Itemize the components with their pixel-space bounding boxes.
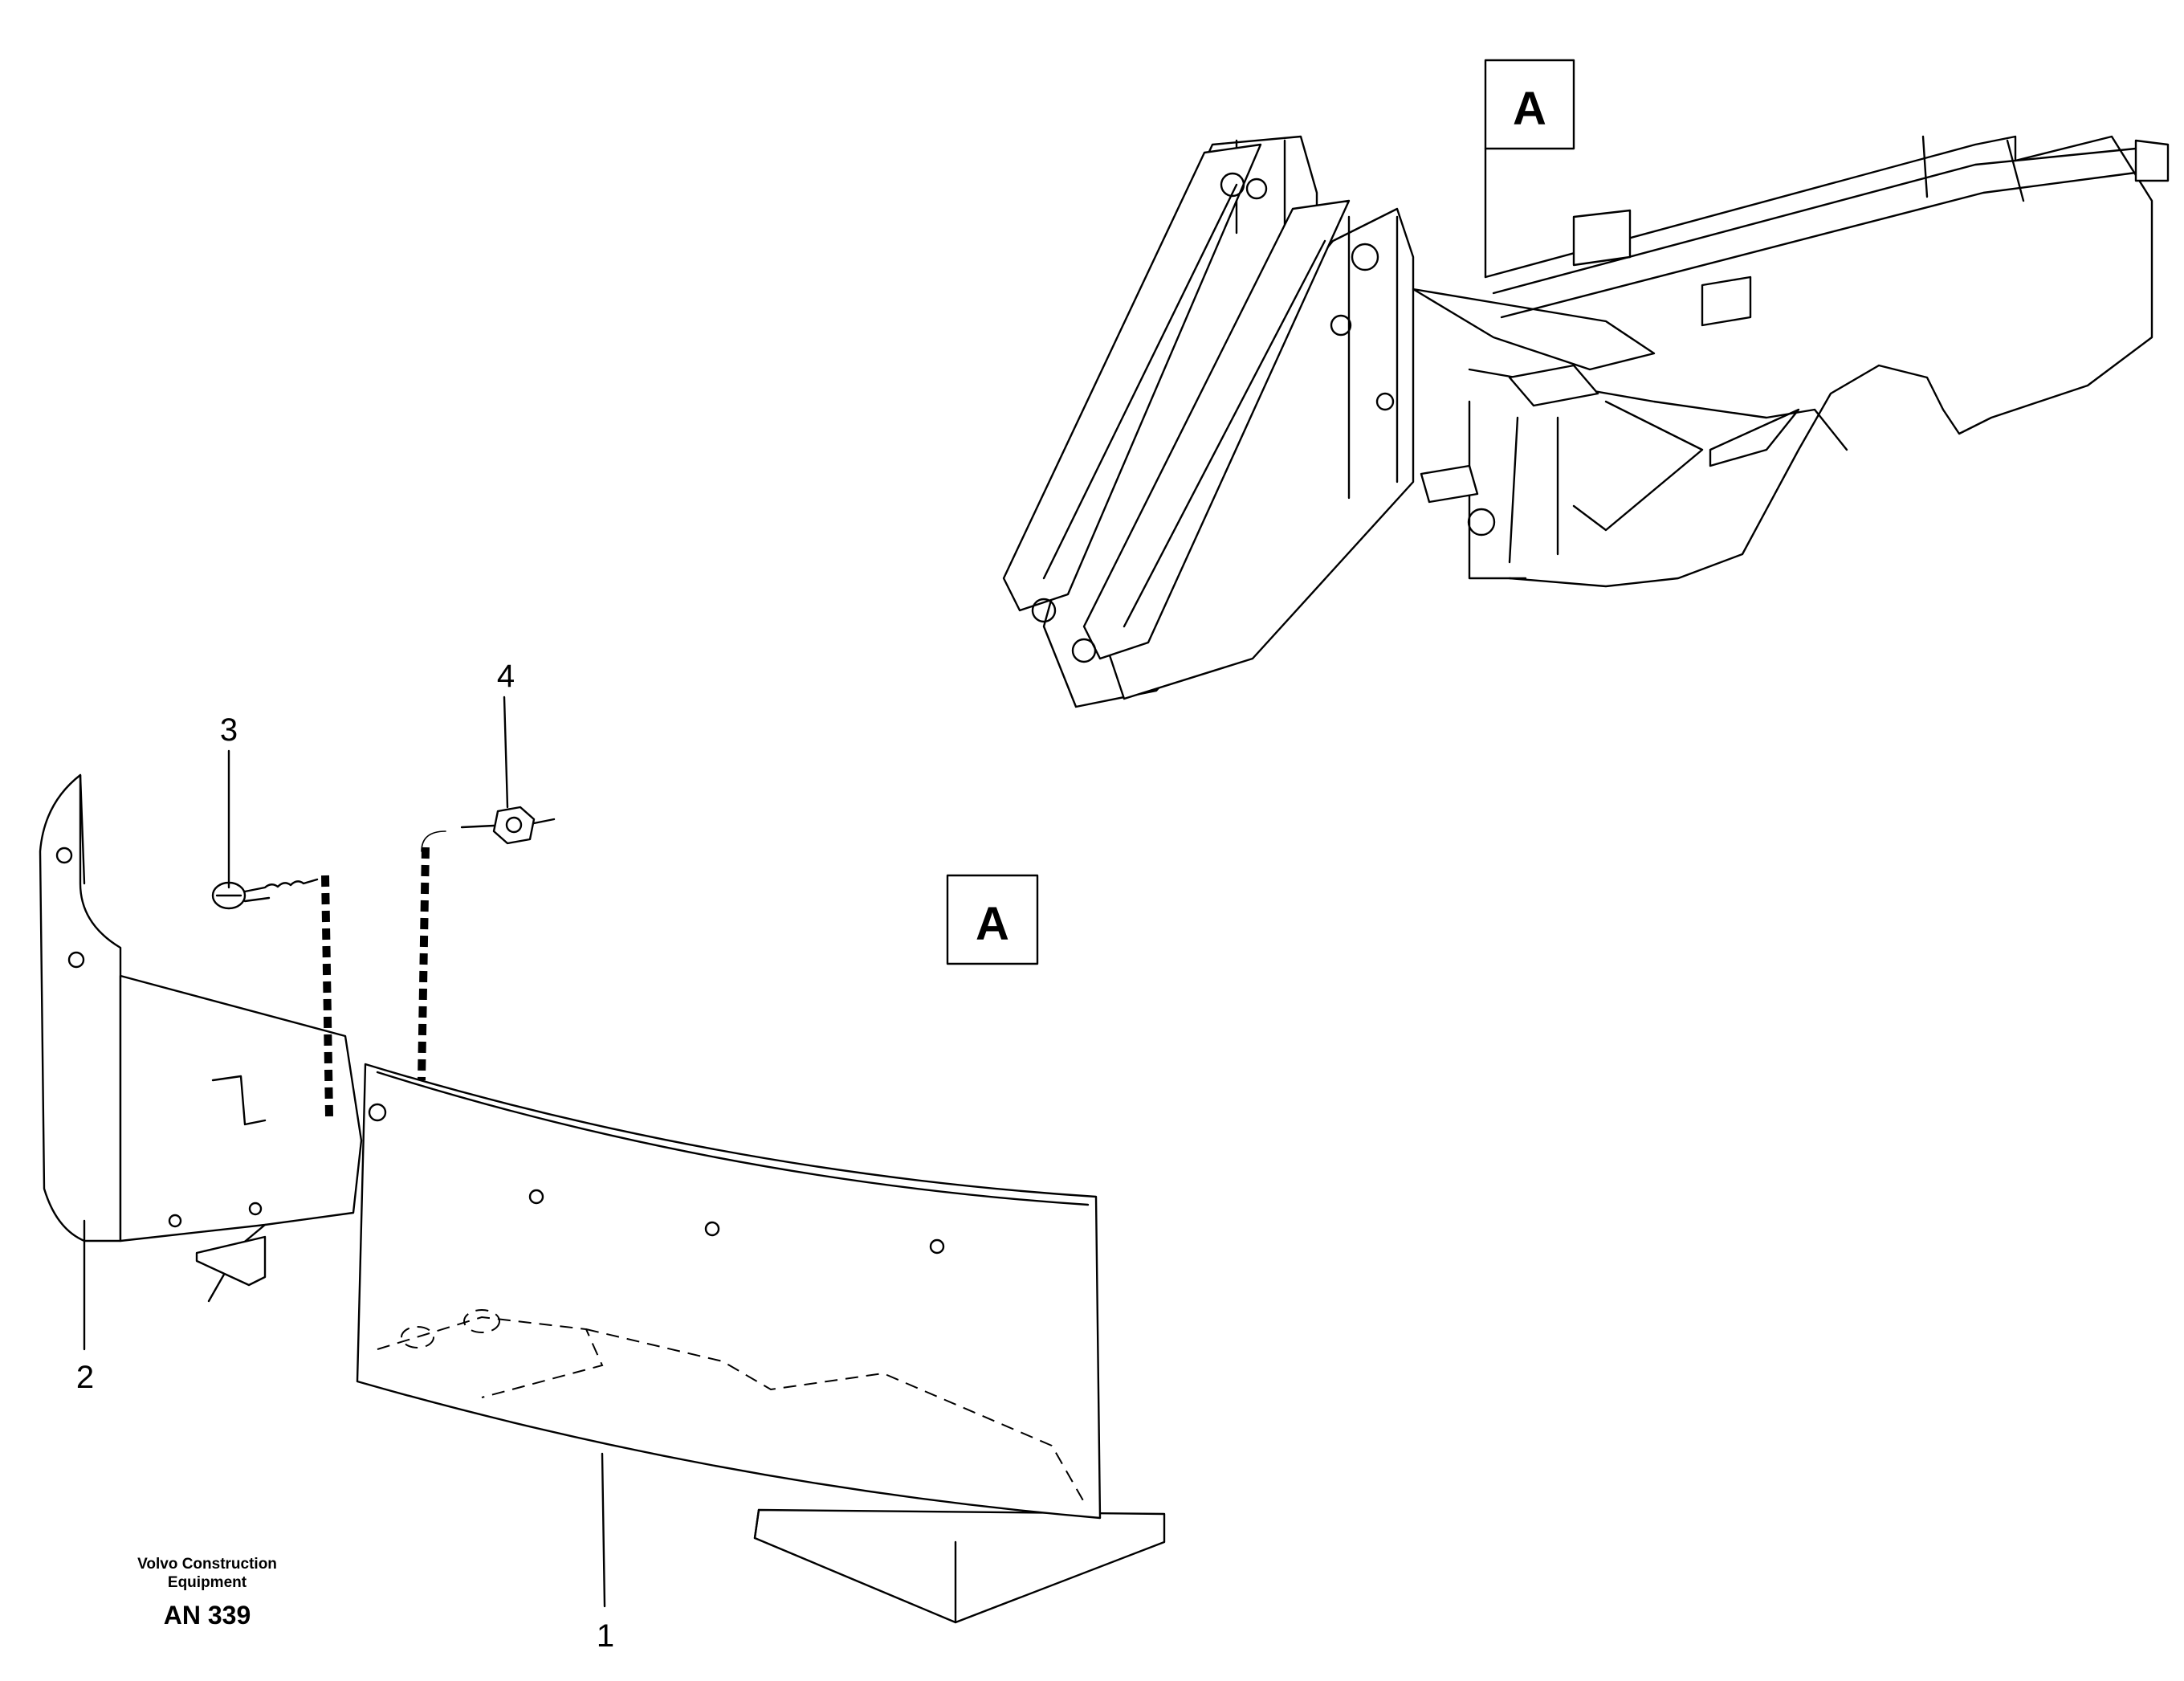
- callout-4: 4: [497, 659, 515, 694]
- view-marker-a-label: A: [1513, 83, 1546, 135]
- callout-3: 3: [220, 712, 238, 748]
- view-marker-a: A: [1484, 59, 1575, 279]
- assembly-line-nut: [418, 847, 430, 1081]
- assembly-line-bolt: [321, 875, 333, 1117]
- drawing-id: AN 339: [164, 1601, 251, 1630]
- callout-4-leader: [503, 696, 509, 809]
- callout-1: 1: [597, 1618, 614, 1654]
- callout-1-leader: [601, 1452, 606, 1608]
- part-4-nut: [460, 806, 556, 845]
- part-2-side-guard: [39, 773, 363, 1303]
- callout-2: 2: [76, 1360, 94, 1395]
- detail-marker-a: A: [946, 874, 1039, 965]
- footer-title-block: Volvo Construction Equipment AN 339: [137, 1556, 277, 1630]
- detail-marker-a-label: A: [976, 898, 1009, 950]
- part-3-bolt: [211, 878, 319, 910]
- detail-assembly: A 1 2 3 4: [39, 659, 1166, 1654]
- company-name-line2: Equipment: [168, 1574, 247, 1591]
- company-name-line1: Volvo Construction: [137, 1556, 277, 1573]
- loader-frame-overview: [1002, 135, 2170, 708]
- part-1-front-plate: [356, 1063, 1166, 1624]
